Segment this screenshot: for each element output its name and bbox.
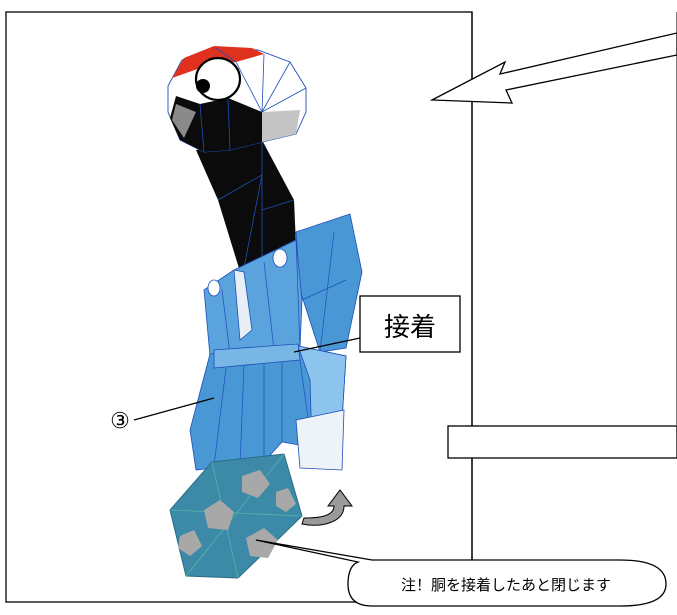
- kimono-collar: [233, 269, 253, 341]
- part-number-label: ③: [110, 409, 130, 434]
- crane-cheek-gray: [262, 110, 300, 142]
- note-bubble: [255, 539, 667, 607]
- kimono-crest-left: [207, 279, 221, 297]
- base-pentagon-5: [276, 488, 296, 512]
- crane-pupil: [196, 79, 210, 93]
- base-pentagon-4: [178, 530, 202, 556]
- body-inner-cavity: [295, 409, 345, 471]
- glue-label-box: [359, 295, 461, 353]
- tab-bar: [447, 425, 677, 459]
- hakama-mesh: [213, 359, 313, 467]
- base-pentagon-2: [242, 470, 270, 498]
- part-number-leader-line: [133, 397, 215, 421]
- glue-leader-line: [293, 337, 361, 353]
- crane-figure: [167, 46, 363, 579]
- large-left-arrow: [429, 32, 677, 104]
- crane-eye-icon: [194, 56, 242, 102]
- base-pentagon-3: [246, 528, 278, 558]
- base-pentagon-1: [204, 500, 234, 530]
- crane-neck: [196, 140, 296, 278]
- neck-mesh: [217, 140, 295, 279]
- head-mesh: [199, 47, 307, 153]
- crane-beak-gray: [172, 104, 196, 138]
- note-text: 注！胴を接着したあと閉じます: [401, 576, 611, 594]
- kimono-crest-right: [272, 248, 288, 268]
- kimono-mesh: [221, 231, 347, 355]
- fold-arrow-icon: [301, 489, 353, 526]
- glue-label: 接着: [384, 313, 436, 343]
- crane-face-black: [170, 96, 262, 152]
